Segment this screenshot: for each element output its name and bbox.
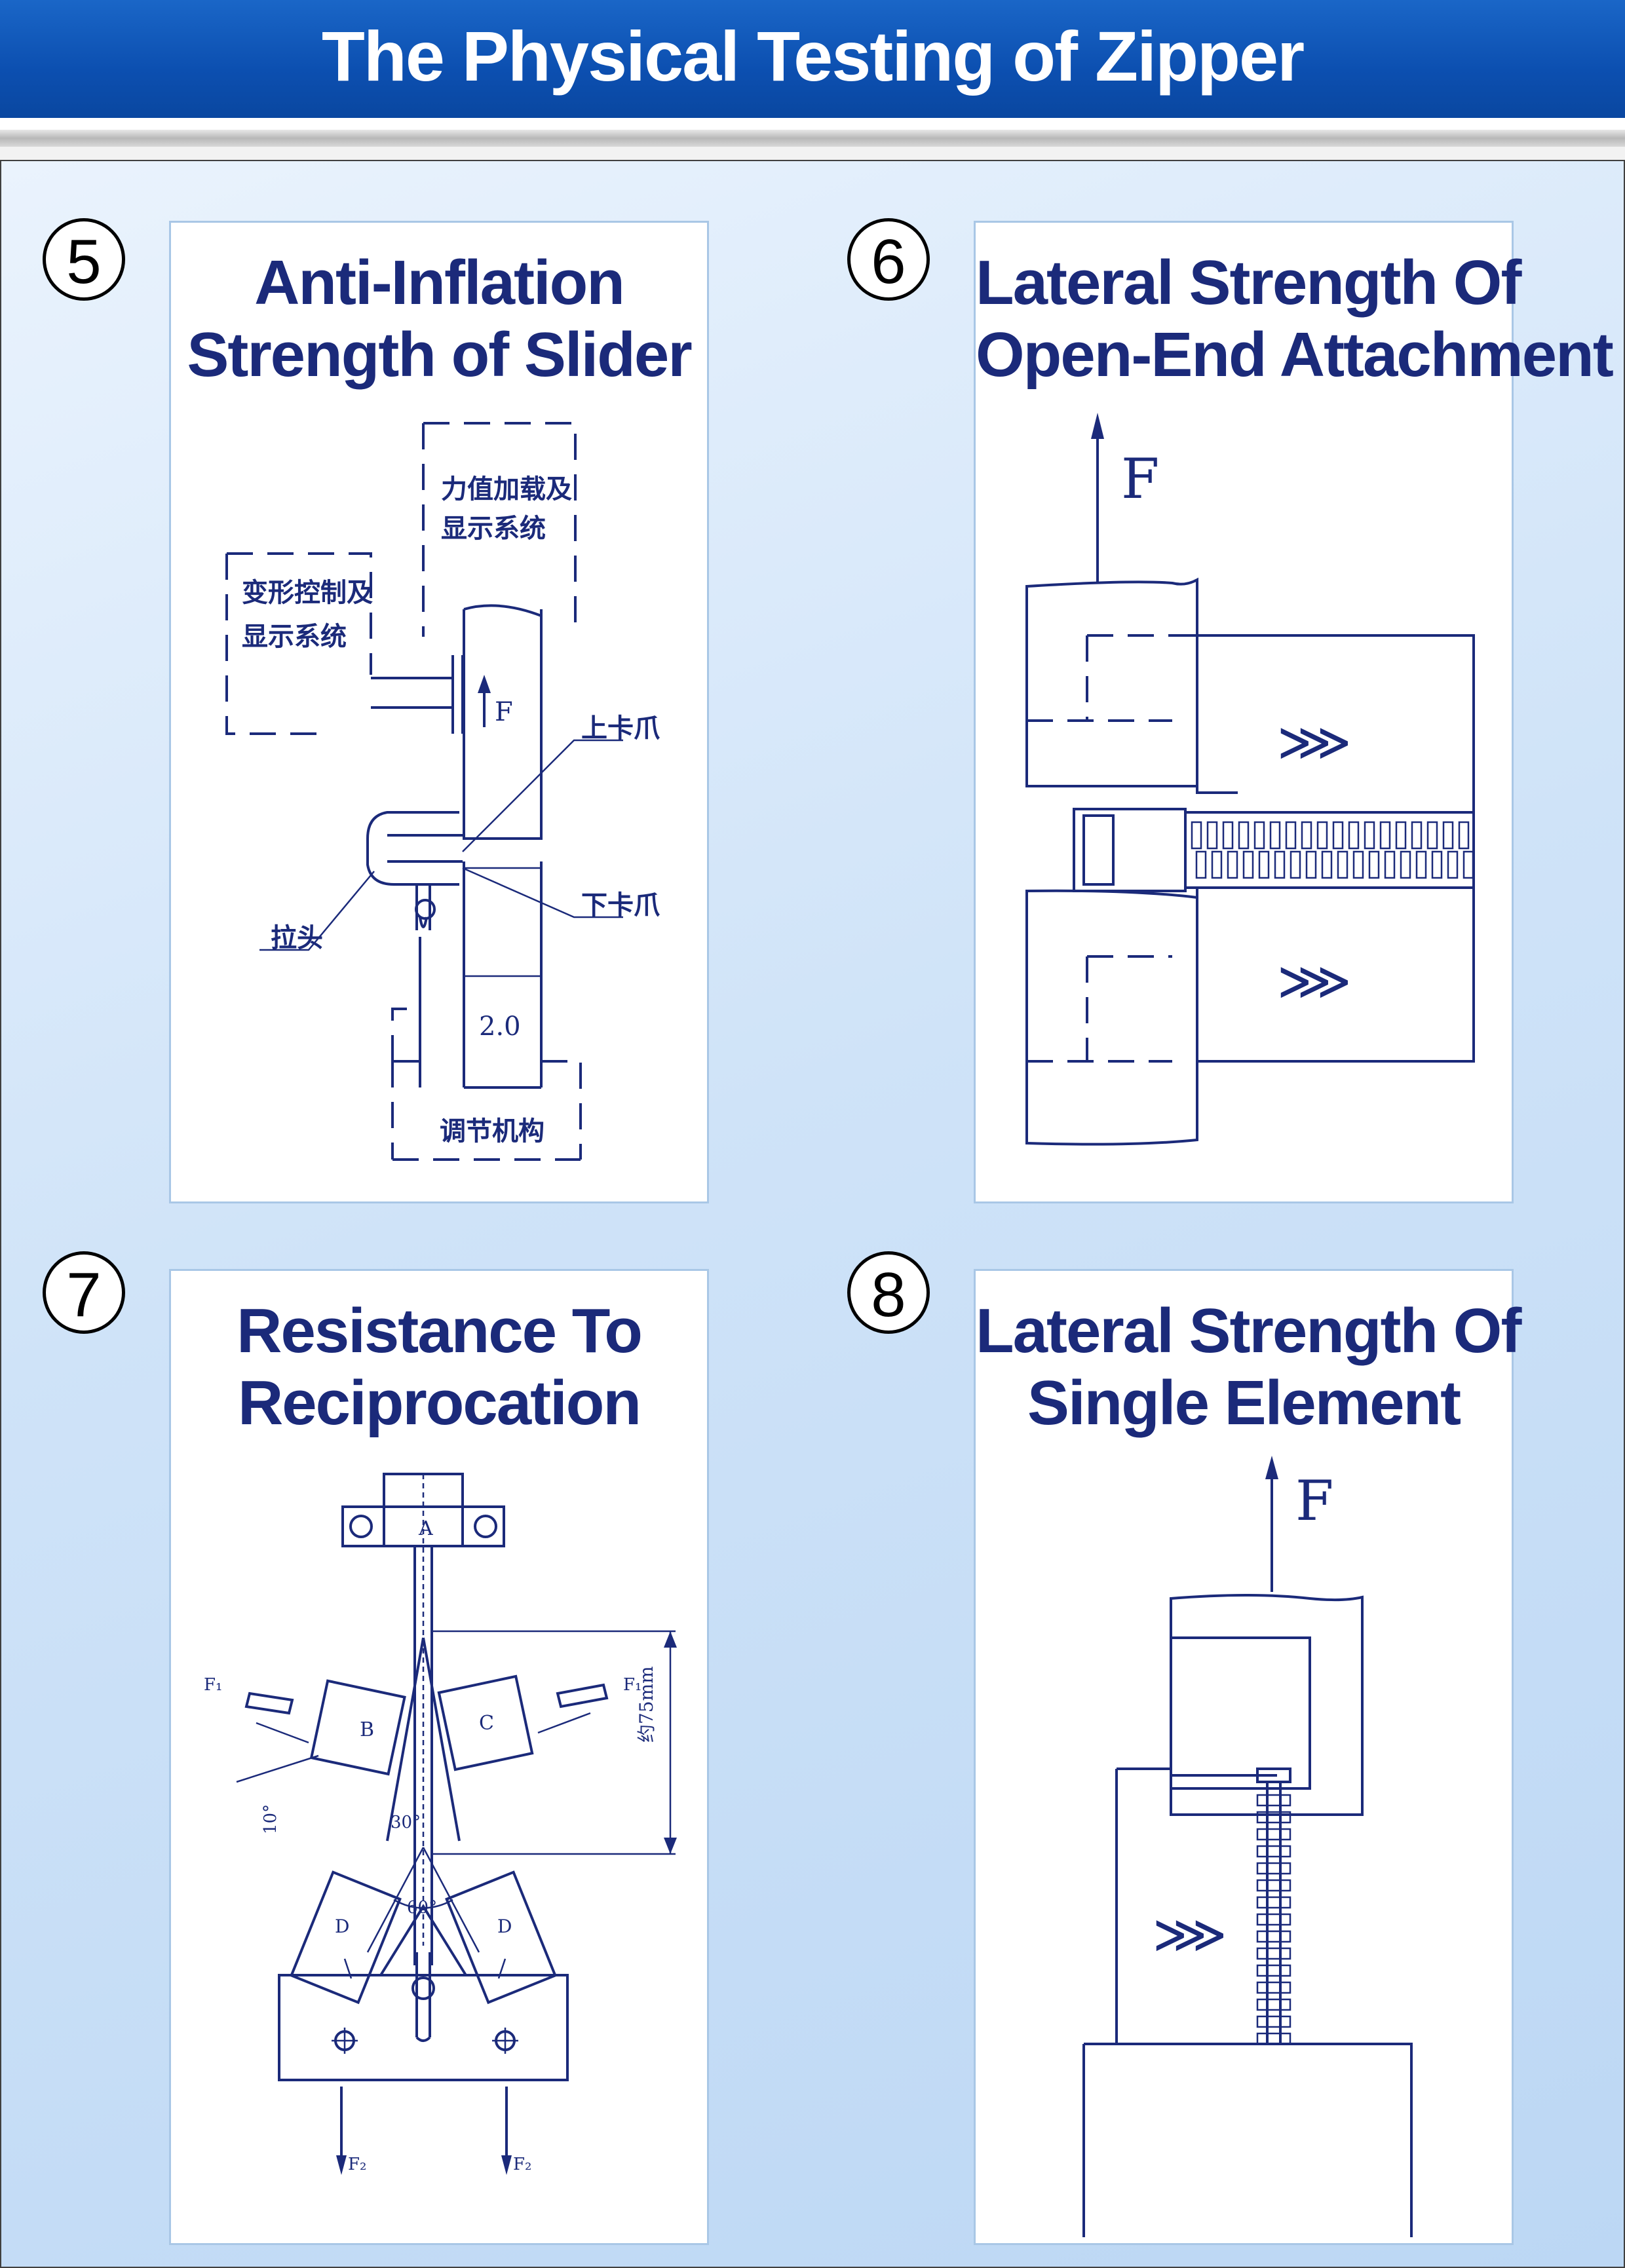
panel-anti-inflation: Anti-Inflation Strength of Slider 力值加载及 … [169,221,709,1203]
single-element-diagram: F ⋙ [1082,1456,1413,2237]
label-force-5: F [495,697,513,727]
label-adjust: 调节机构 [440,1116,545,1146]
label-load-display: 显示系统 [441,514,546,544]
panel-7-title-line-1: Resistance To [237,1296,643,1366]
header-divider-bottom [0,147,1625,160]
panel-6-title-line-2: Open-End Attachment [976,320,1614,390]
label-angle-30: 30° [391,1813,421,1832]
panel-6-title-line-1: Lateral Strength Of [976,248,1521,318]
label-slider-head: 拉头 [271,923,323,953]
label-force-6: F [1121,447,1159,511]
label-clamp-a: A [418,1517,433,1540]
zipper-teeth-open-end [1191,821,1474,879]
panel-5-title-line-1: Anti-Inflation [254,248,625,318]
panel-8-title-line-2: Single Element [1027,1368,1461,1438]
panel-single-element: Lateral Strength Of Single Element F ⋙ [974,1269,1521,2245]
label-gap: 2.0 [479,1011,521,1042]
label-load-system: 力值加载及 [441,474,572,504]
panel-5-title-line-2: Strength of Slider [187,320,692,390]
label-length: 约75mm [636,1666,657,1743]
label-f1-right: F₁ [623,1675,641,1695]
label-clamp-c: C [479,1712,494,1735]
label-upper-clamp: 上卡爪 [581,713,660,744]
fabric-mark-lower: ⋙ [1277,951,1352,1011]
fabric-mark-single: ⋙ [1153,1904,1227,1965]
label-clamp-d-left: D [335,1916,349,1937]
label-f1-left: F₁ [204,1675,222,1695]
label-force-8: F [1295,1469,1333,1533]
panel-open-end-attachment: Lateral Strength Of Open-End Attachment … [974,221,1614,1203]
label-clamp-d-right: D [497,1916,512,1937]
panel-reciprocation: Resistance To Reciprocation A 约75mm 30° … [169,1269,709,2245]
fabric-mark-upper: ⋙ [1277,711,1352,772]
header-divider-top [0,118,1625,130]
panel-8-number-badge: 8 [847,1251,930,1334]
zipper-teeth-single [1256,1782,1291,2045]
label-f2-left: F₂ [348,2155,366,2174]
reciprocation-diagram: A 约75mm 30° B F₁ 10° C F₁ 60° [204,1473,677,2175]
label-deform-display: 显示系统 [242,622,347,652]
label-deform-control: 变形控制及 [242,578,373,608]
label-f2-right: F₂ [513,2155,531,2174]
panel-7-number-badge: 7 [43,1251,125,1334]
anti-inflation-diagram: 力值加载及 显示系统 变形控制及 显示系统 F 上卡爪 下卡爪 拉头 2.0 [225,422,660,1161]
panel-8-title-line-1: Lateral Strength Of [976,1296,1521,1366]
panel-5-number-badge: 5 [43,218,125,301]
header-bar [0,0,1625,118]
label-angle-10: 10° [261,1804,280,1834]
label-lower-clamp: 下卡爪 [581,890,660,920]
header-divider-gray [0,130,1625,147]
panel-6-number-badge: 6 [847,218,930,301]
open-end-attachment-diagram: F ⋙ ⋙ [1025,413,1475,1146]
panel-7-title-line-2: Reciprocation [237,1368,641,1438]
page-title: The Physical Testing of Zipper [321,16,1305,96]
label-clamp-b: B [360,1718,374,1741]
